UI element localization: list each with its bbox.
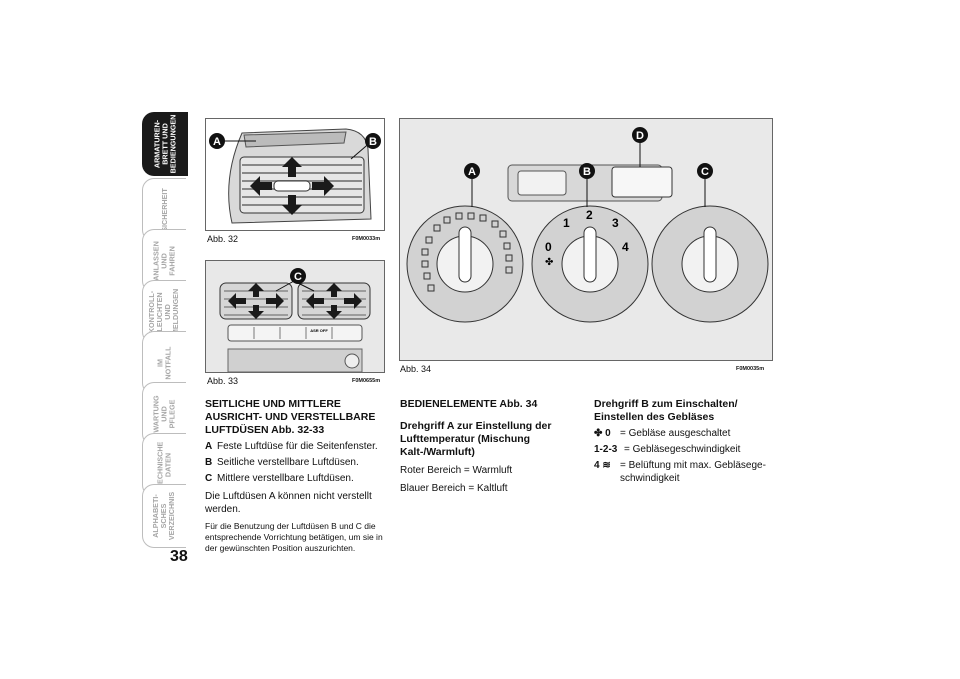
- page-number: 38: [170, 548, 188, 565]
- section-heading-controls: BEDIENELEMENTE Abb. 34: [400, 398, 538, 410]
- tab-armaturenbrett[interactable]: ARMATUREN- BRETT UND BEDIENGUNGEN: [142, 112, 188, 176]
- fan-speed-4: 4: [622, 240, 629, 254]
- figure-34-control-panel: 1 2 3 0 4 ✤ A B C D: [399, 118, 773, 361]
- callout-c: [290, 268, 306, 284]
- text-line: Blauer Bereich = Kaltluft: [400, 483, 508, 494]
- callout-c: [697, 163, 713, 179]
- callout-a: [464, 163, 480, 179]
- callout-c-label: C: [294, 271, 302, 283]
- figure-33-code: F0M0655m: [352, 378, 381, 384]
- column-controls: BEDIENELEMENTE Abb. 34 Drehgriff A zur E…: [400, 398, 570, 495]
- asr-switch-label: ASR OFF: [310, 328, 328, 333]
- center-vents-illustration: ASR OFF C: [206, 261, 384, 372]
- figure-34-label: Abb. 34: [400, 364, 432, 374]
- callout-a-label: A: [468, 166, 476, 178]
- figure-32-code: F0M0033m: [352, 236, 381, 242]
- fan-speed-3: 3: [612, 216, 619, 230]
- paragraph: Die Luftdüsen A können nicht verstellt w…: [205, 491, 372, 515]
- control-panel-illustration: 1 2 3 0 4 ✤ A B C D: [400, 119, 772, 360]
- list-item: ✤ 0= Gebläse ausgeschaltet: [594, 428, 731, 439]
- text-line: Roter Bereich = Warmluft: [400, 465, 513, 476]
- callout-d: [632, 127, 648, 143]
- list-item: 1-2-3= Gebläsegeschwindigkeit: [594, 444, 741, 455]
- paragraph-note: Für die Benutzung der Luftdüsen B und C …: [205, 521, 383, 553]
- side-vent-illustration: A B: [209, 128, 381, 224]
- column-fan: Drehgriff B zum Einschalten/ Einstellen …: [594, 398, 774, 485]
- fan-speed-0: 0: [545, 240, 552, 254]
- fan-speed-1: 1: [563, 216, 570, 230]
- tab-verzeichnis[interactable]: ALPHABETI- SCHES VERZEICHNIS: [142, 484, 186, 548]
- figure-33-label: Abb. 33: [207, 376, 239, 386]
- column-vents: SEITLICHE UND MITTLERE AUSRICHT- UND VER…: [205, 398, 387, 554]
- fan-off-icon: ✤: [545, 257, 553, 268]
- section-heading-vents: SEITLICHE UND MITTLERE AUSRICHT- UND VER…: [205, 398, 376, 436]
- list-item: 4 ≋= Belüftung mit max. Gebläsege-schwin…: [594, 460, 766, 484]
- callout-b: [365, 133, 381, 149]
- figure-32-side-vent: A B: [205, 118, 385, 231]
- callout-c-label: C: [701, 166, 709, 178]
- fan-speed-2: 2: [586, 208, 593, 222]
- figure-32-label: Abb. 32: [207, 234, 239, 244]
- callout-b-label: B: [369, 136, 377, 148]
- subheading-knob-a: Drehgriff A zur Einstellung der Lufttemp…: [400, 420, 552, 458]
- callout-b-label: B: [583, 166, 591, 178]
- callout-a: [209, 133, 225, 149]
- figure-34-code: F0M0035m: [736, 366, 765, 372]
- figure-33-center-vents: ASR OFF C: [205, 260, 385, 373]
- fan-row-key: 4 ≋: [594, 460, 611, 471]
- callout-b: [579, 163, 595, 179]
- fan-row-key: ✤ 0: [594, 428, 611, 439]
- callout-d-label: D: [636, 130, 644, 142]
- subheading-knob-b: Drehgriff B zum Einschalten/ Einstellen …: [594, 398, 738, 423]
- callout-a-label: A: [213, 136, 221, 148]
